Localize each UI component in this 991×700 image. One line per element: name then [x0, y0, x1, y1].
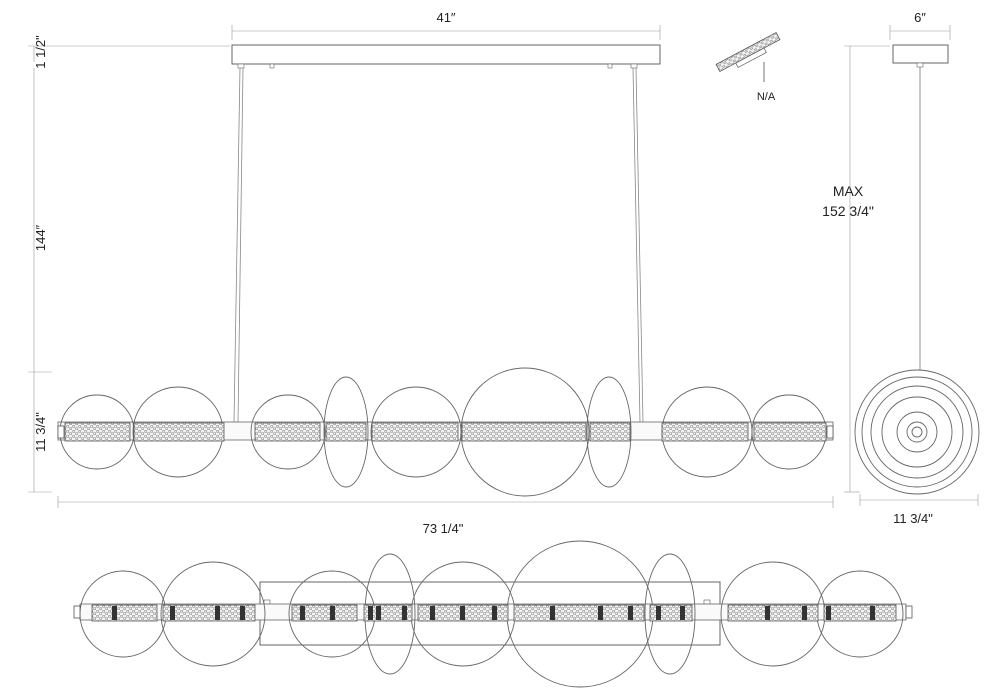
slope-label: N/A — [757, 91, 776, 103]
fixture-height-label: 11 3/4" — [33, 412, 48, 452]
side-canopy-width-label: 6″ — [914, 10, 926, 25]
max-label: MAX — [833, 183, 864, 199]
slope-icon: N/A — [715, 31, 781, 103]
globe — [460, 367, 590, 497]
side-diameter-label: 11 3/4" — [893, 511, 933, 526]
max-value-label: 152 3/4" — [822, 203, 874, 219]
canopy-height-label: 1 1/2" — [33, 35, 48, 69]
globe — [250, 394, 326, 470]
canopy-width-label: 41″ — [436, 10, 455, 25]
side-canopy — [892, 44, 949, 64]
overall-length-label: 73 1/4" — [423, 521, 464, 536]
globe-disc — [586, 376, 632, 488]
canopy — [231, 44, 661, 65]
front-elevation: 41″ 1 1/2" 144″ 11 3/4" — [28, 10, 834, 536]
plan-view — [73, 540, 913, 688]
hanging-length-label: 144″ — [33, 224, 48, 251]
globe-disc — [323, 376, 369, 488]
cable-right — [632, 67, 641, 423]
side-view: 6″ MAX 152 3/4" 11 3/4" — [822, 10, 980, 526]
cable-left — [233, 67, 241, 423]
